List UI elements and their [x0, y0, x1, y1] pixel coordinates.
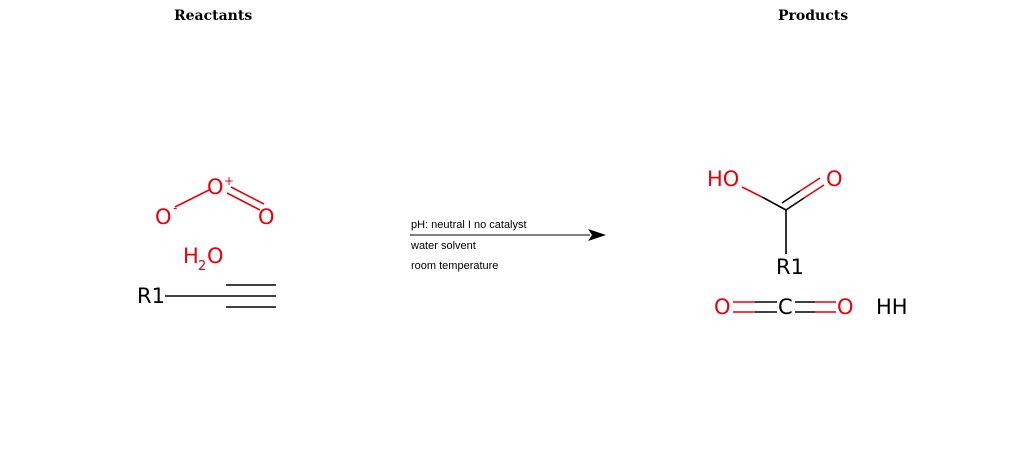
- acid-co-double-b-black: [781, 190, 801, 204]
- acid-oh-bond-black: [761, 196, 787, 211]
- condition-temperature: room temperature: [411, 260, 499, 272]
- carbon-dioxide-molecule: O C O: [714, 295, 854, 319]
- ozone-plus-charge: +: [224, 174, 234, 188]
- ozone-o-center: O: [207, 175, 224, 199]
- alkyne-r1: R1: [137, 284, 165, 308]
- condition-solvent: water solvent: [411, 240, 476, 252]
- water-molecule: H 2 O: [183, 244, 224, 274]
- acid-co-double-b-red: [799, 177, 821, 192]
- condition-ph: pH: neutral I no catalyst: [411, 219, 527, 231]
- ozone-molecule: O - O + O: [155, 174, 275, 229]
- acid-ho: HO: [707, 167, 739, 191]
- ozone-minus-charge: -: [173, 201, 177, 215]
- co2-o-left: O: [714, 295, 731, 319]
- ozone-double-bond-b: [230, 186, 265, 205]
- acid-oh-bond-red: [741, 186, 763, 198]
- products-heading: Products: [778, 8, 849, 24]
- ozone-o-right: O: [258, 205, 275, 229]
- ozone-double-bond-a: [226, 192, 261, 211]
- water-o: O: [207, 244, 224, 268]
- acid-co-double-a-red: [803, 184, 825, 199]
- alkyne-molecule: R1: [137, 284, 276, 308]
- hydrogen-molecule: HH: [876, 295, 908, 319]
- co2-carbon: C: [778, 295, 793, 319]
- acid-co-double-a-black: [785, 197, 805, 211]
- hydrogen-hh: HH: [876, 295, 908, 319]
- water-h: H: [183, 244, 199, 268]
- ozone-o-left: O: [155, 205, 172, 229]
- reactants-heading: Reactants: [174, 8, 253, 24]
- acid-r1: R1: [776, 255, 804, 279]
- acid-o-carbonyl: O: [826, 167, 843, 191]
- carboxylic-acid-molecule: HO O R1: [707, 167, 843, 279]
- arrow-head: [588, 229, 606, 241]
- water-subscript: 2: [198, 259, 206, 274]
- co2-o-right: O: [837, 295, 854, 319]
- reaction-arrow: [410, 229, 606, 241]
- ozone-single-bond: [174, 189, 210, 208]
